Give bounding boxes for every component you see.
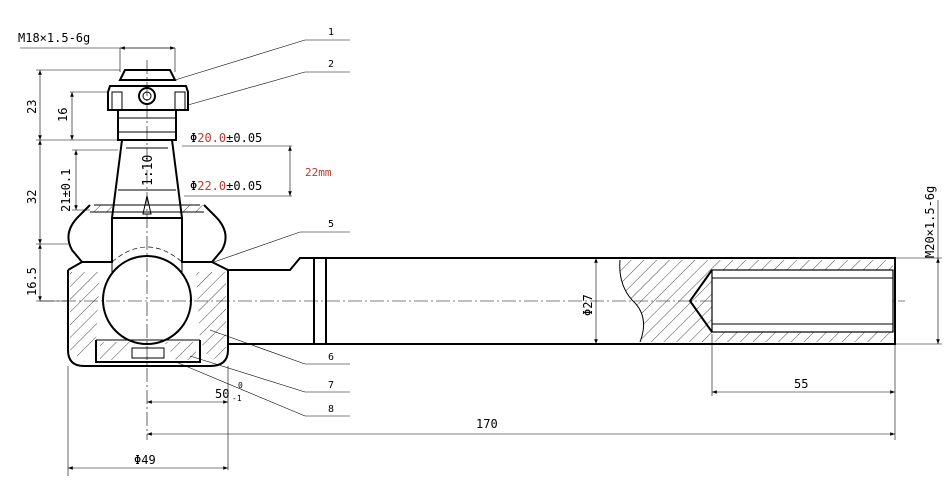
svg-text:6: 6	[328, 352, 334, 363]
dust-boot	[67, 204, 227, 263]
dim-50-lower-tol: -1	[232, 394, 242, 403]
svg-text:5: 5	[328, 219, 334, 230]
dim-21: 21±0.1	[59, 169, 73, 212]
callout-1: 1	[174, 27, 350, 81]
dia-49: Φ49	[134, 453, 156, 467]
svg-text:8: 8	[328, 404, 334, 415]
dim-50-upper-tol: 0	[238, 381, 243, 390]
dim-32: 32	[25, 190, 39, 204]
dim-16: 16	[56, 108, 70, 122]
dim-16-5: 16.5	[25, 267, 39, 296]
dim-thread-end: M20×1.5-6g	[923, 186, 937, 258]
length-22mm: 22mm	[305, 166, 332, 179]
dim-50: 50	[215, 387, 229, 401]
dim-170: 170	[476, 417, 498, 431]
castle-nut	[107, 69, 189, 141]
dim-55: 55	[794, 377, 808, 391]
dia-22-label: Φ22.0±0.05	[190, 179, 262, 193]
rod-shaft	[313, 258, 894, 344]
svg-text:1: 1	[328, 27, 334, 38]
dia-20-label: Φ20.0±0.05	[190, 131, 262, 145]
taper-ratio: 1:10	[141, 155, 156, 186]
dim-thread-top: M18×1.5-6g	[18, 31, 90, 45]
callout-5: 5	[213, 219, 350, 263]
callout-2: 2	[187, 59, 350, 106]
socket-housing	[67, 257, 896, 367]
svg-text:7: 7	[328, 380, 334, 391]
callout-8: 8	[175, 361, 350, 417]
ball-stud	[102, 246, 192, 345]
dim-23: 23	[25, 100, 39, 114]
callout-6: 6	[209, 329, 350, 365]
svg-text:2: 2	[328, 59, 334, 70]
callout-7: 7	[189, 355, 350, 393]
dia-27: Φ27	[581, 294, 595, 316]
